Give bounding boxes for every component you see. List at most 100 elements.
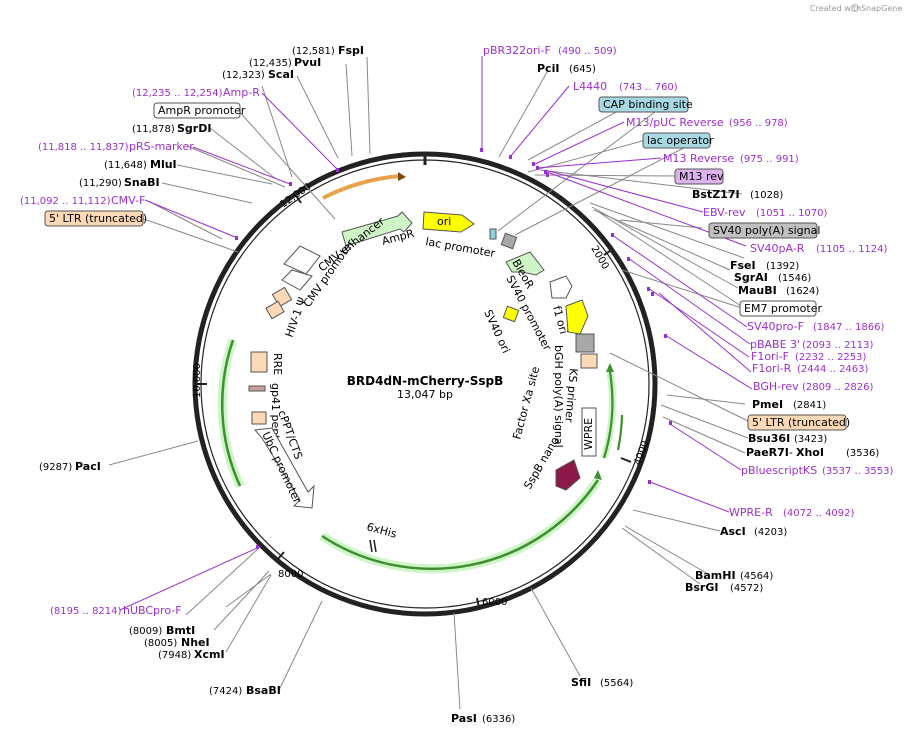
snabi-label[interactable]: SnaBI: [124, 176, 160, 189]
rre-feature[interactable]: [250, 351, 268, 373]
lac-operator-box[interactable]: [642, 132, 711, 149]
bstz17i-label[interactable]: BstZ17I: [692, 188, 740, 201]
sv40-promoter-feature[interactable]: [549, 275, 573, 299]
factor-xa-label: Factor Xa site: [510, 365, 542, 441]
bsu36i-label[interactable]: Bsu36I: [748, 432, 790, 445]
wpre-feature[interactable]: [581, 407, 597, 457]
sfii-position: (5564): [600, 678, 633, 689]
primer-l4440[interactable]: L4440: [573, 80, 607, 93]
plasmid-name: BRD4dN-mCherry-SspB: [347, 374, 503, 388]
fsei-label[interactable]: FseI: [730, 259, 756, 272]
ampr-feature[interactable]: [341, 211, 413, 247]
ampr-arc-arrowhead: [398, 172, 406, 181]
ubc-promoter-feature[interactable]: [253, 427, 315, 509]
primer-pbr322ori-f[interactable]: pBR322ori-F: [483, 44, 551, 57]
maubi-position: (1624): [786, 286, 819, 297]
fsei-position: (1392): [766, 261, 799, 272]
scai-position: (12,323): [222, 70, 265, 81]
primer-prs-marker[interactable]: pRS-marker: [129, 140, 194, 153]
tick-mark: [276, 551, 285, 561]
tick-mark: [294, 193, 302, 204]
orf-arrowhead: [606, 363, 614, 372]
tick-mark: [620, 457, 632, 463]
primer-bgh-rev-range: (2809 .. 2826): [802, 382, 874, 393]
sgrai-label[interactable]: SgrAI: [734, 271, 768, 284]
primer-bgh-rev[interactable]: BGH-rev: [753, 380, 799, 393]
paci-label[interactable]: PacI: [75, 460, 101, 473]
bleor-feature[interactable]: [505, 251, 545, 276]
cmv-enhancer-feature[interactable]: [283, 245, 321, 275]
fspi-label[interactable]: FspI: [338, 44, 364, 57]
primer-f1ori-r[interactable]: F1ori-R: [752, 362, 792, 375]
paer7i-label[interactable]: PaeR7I: [746, 446, 789, 459]
hiv-psi-feature-2[interactable]: [265, 300, 285, 320]
bsrgi-label[interactable]: BsrGI: [685, 581, 718, 594]
sspb-feature[interactable]: [555, 459, 581, 491]
primer-amp-r-range: (12,235 .. 12,254): [132, 88, 223, 99]
mlui-label[interactable]: MluI: [150, 158, 177, 171]
primer-wpre-r[interactable]: WPRE-R: [729, 506, 773, 519]
primer-pbluescriptks-range: (3537 .. 3553): [822, 466, 894, 477]
pmei-position: (2841): [793, 400, 826, 411]
bmti-position: (8009): [129, 626, 162, 637]
nhei-position: (8005): [144, 638, 177, 649]
ltr-right-box[interactable]: [747, 414, 847, 431]
primer-m13-reverse-range: (975 .. 991): [740, 154, 799, 165]
ltr-left-box[interactable]: [44, 210, 144, 227]
tick-label-10000: 10,000: [192, 363, 203, 398]
m13-rev-box[interactable]: [674, 168, 724, 185]
sfii-label[interactable]: SfiI: [571, 676, 591, 689]
cmv-promoter-label: CMV promoter: [301, 237, 357, 310]
wpre-label: WPRE: [582, 418, 595, 450]
asci-label[interactable]: AscI: [720, 525, 746, 538]
primer-marks: [235, 148, 672, 549]
pasi-label[interactable]: PasI: [451, 712, 477, 725]
sgrdi-label[interactable]: SgrDI: [177, 122, 211, 135]
ori-feature[interactable]: [422, 211, 475, 233]
primer-prs-marker-range: (11,818 .. 11,837): [38, 142, 129, 153]
primer-m13-puc-reverse[interactable]: M13/pUC Reverse: [626, 116, 724, 129]
pmei-label[interactable]: PmeI: [752, 398, 783, 411]
maubi-label[interactable]: MauBI: [738, 284, 777, 297]
ampr-promoter-box[interactable]: [153, 102, 241, 119]
cap-binding-site-box[interactable]: [598, 96, 689, 113]
pcii-label[interactable]: PciI: [537, 62, 559, 75]
paer7i-position: (3536): [846, 448, 879, 459]
tick-label-12000: 12,000: [278, 181, 313, 210]
scai-label[interactable]: ScaI: [268, 68, 294, 81]
f1-ori-feature[interactable]: [565, 299, 589, 335]
primer-hubcpro-f[interactable]: hUBCpro-F: [123, 604, 182, 617]
paci-position: (9287): [39, 462, 72, 473]
primer-f1ori-r-range: (2444 .. 2463): [797, 364, 869, 375]
primer-pbluescriptks[interactable]: pBluescriptKS: [741, 464, 817, 477]
sv40-ori-feature[interactable]: [502, 305, 520, 323]
gp41-feature[interactable]: [248, 385, 266, 392]
primer-sv40pro-f-range: (1847 .. 1866): [813, 322, 885, 333]
ori-label: ori: [437, 215, 451, 228]
primer-m13-reverse[interactable]: M13 Reverse: [663, 152, 734, 165]
bamhi-label[interactable]: BamHI: [695, 569, 736, 582]
pcii-position: (645): [569, 64, 596, 75]
cmv-promoter-feature[interactable]: [281, 269, 313, 291]
bgh-polya-feature[interactable]: [575, 333, 595, 353]
primer-sv40pro-f[interactable]: SV40pro-F: [747, 320, 804, 333]
em7-promoter-box[interactable]: [739, 300, 817, 317]
xhoi-label[interactable]: XhoI: [796, 446, 824, 459]
bsabi-label[interactable]: BsaBI: [246, 684, 281, 697]
primer-pbabe-3[interactable]: pBABE 3': [750, 338, 800, 351]
primer-sv40pa-r[interactable]: SV40pA-R: [750, 242, 805, 255]
pvui-label[interactable]: PvuI: [294, 56, 321, 69]
primer-ebv-rev[interactable]: EBV-rev: [703, 206, 746, 219]
primer-sv40pa-r-range: (1105 .. 1124): [816, 244, 888, 255]
nhei-label[interactable]: NheI: [181, 636, 210, 649]
asci-position: (4203): [754, 527, 787, 538]
ltr-left-label: 5' LTR (truncated): [49, 212, 147, 225]
primer-cmv-f[interactable]: CMV-F: [111, 194, 145, 207]
ltr-right-feature[interactable]: [580, 353, 598, 369]
cppt-feature[interactable]: [251, 411, 267, 425]
primer-f1ori-f[interactable]: F1ori-F: [751, 350, 789, 363]
primer-amp-r[interactable]: Amp-R: [223, 86, 260, 99]
bmti-label[interactable]: BmtI: [166, 624, 195, 637]
sv40-polya-signal-box[interactable]: [708, 222, 818, 239]
xcmi-label[interactable]: XcmI: [194, 648, 225, 661]
